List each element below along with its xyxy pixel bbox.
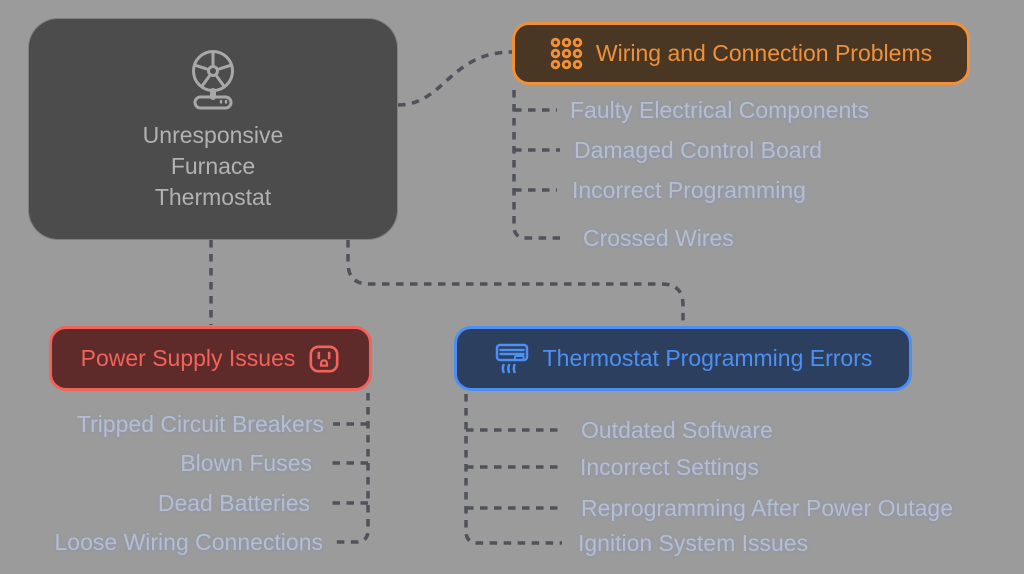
child-item-tripped-circuit-breakers[interactable]: Tripped Circuit Breakers — [76, 411, 324, 437]
child-item-crossed-wires[interactable]: Crossed Wires — [583, 225, 734, 251]
branch-node-power-supply-issues[interactable]: Power Supply Issues — [49, 326, 372, 391]
child-item-faulty-electrical-components[interactable]: Faulty Electrical Components — [570, 97, 870, 123]
child-item-loose-wiring-connections[interactable]: Loose Wiring Connections — [54, 529, 323, 555]
branch-node-thermostat-programming-errors[interactable]: Thermostat Programming Errors — [454, 326, 912, 391]
child-item-dead-batteries[interactable]: Dead Batteries — [157, 490, 310, 516]
root-title-line-2: Furnace — [170, 152, 256, 179]
child-item-damaged-control-board[interactable]: Damaged Control Board — [574, 137, 823, 163]
root-title-line-1: Unresponsive — [142, 121, 284, 148]
connector-programming-spine — [464, 394, 562, 545]
power-outlet-icon — [308, 343, 340, 375]
connector-root-to-wiring — [397, 50, 513, 107]
air-conditioner-icon — [494, 341, 530, 376]
branch-node-wiring-and-connection-problems[interactable]: Wiring and Connection Problems — [512, 22, 970, 85]
fan-icon — [182, 46, 244, 112]
branch-label: Thermostat Programming Errors — [542, 345, 873, 371]
child-item-ignition-system-issues[interactable]: Ignition System Issues — [578, 530, 809, 556]
root-title-line-3: Thermostat — [154, 183, 272, 210]
branch-label: Power Supply Issues — [80, 345, 296, 371]
connector-wiring-spine — [512, 90, 560, 240]
connector-power-spine — [334, 393, 370, 544]
wiring-grid-icon — [550, 37, 583, 70]
branch-label: Wiring and Connection Problems — [595, 40, 933, 66]
child-item-blown-fuses[interactable]: Blown Fuses — [180, 450, 312, 476]
root-node-unresponsive-furnace-thermostat[interactable]: Unresponsive Furnace Thermostat — [28, 18, 398, 240]
child-item-reprogramming-after-power-outage[interactable]: Reprogramming After Power Outage — [581, 495, 954, 521]
child-item-incorrect-settings[interactable]: Incorrect Settings — [580, 454, 759, 480]
child-item-outdated-software[interactable]: Outdated Software — [581, 417, 773, 443]
child-item-incorrect-programming[interactable]: Incorrect Programming — [572, 177, 806, 203]
